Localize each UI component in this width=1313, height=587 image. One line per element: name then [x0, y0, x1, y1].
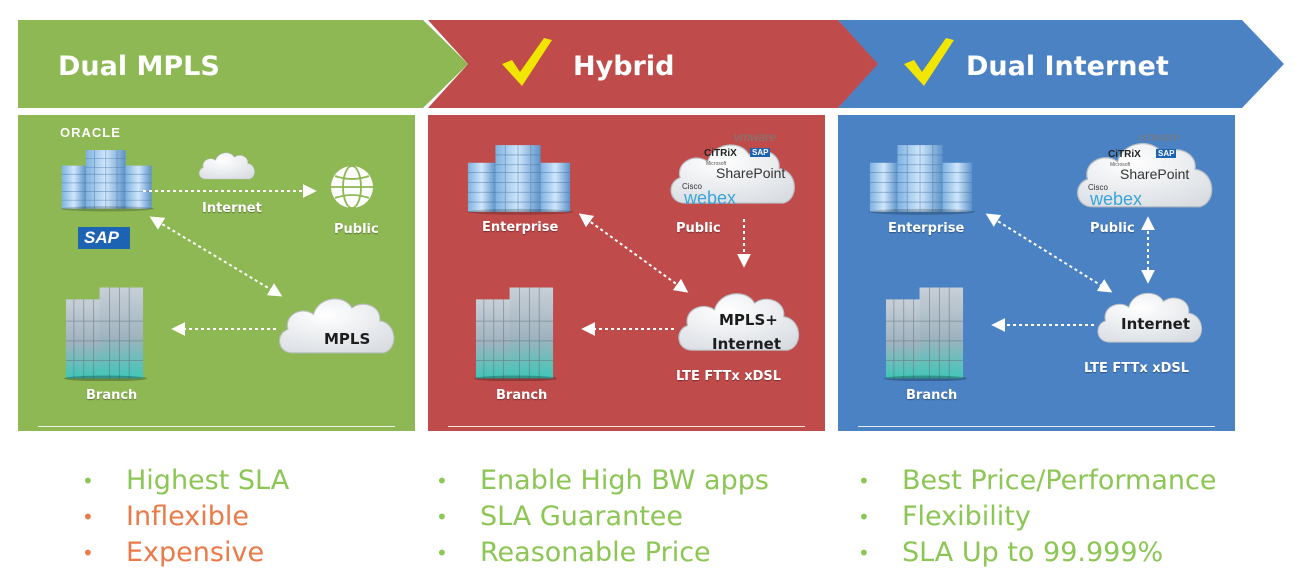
sharepoint-logo: SharePoint — [1120, 166, 1190, 182]
internet-label: Internet — [202, 201, 262, 216]
panel-dual-internet: Enterprise vmware CiTRiX SAP Microsoft S… — [838, 115, 1235, 431]
list-item: •Enable High BW apps — [436, 463, 769, 499]
sap-logo: SAP — [78, 227, 130, 249]
list-item: •Reasonable Price — [436, 535, 769, 571]
branch-label: Branch — [906, 388, 958, 403]
list-item: •Flexibility — [858, 499, 1216, 535]
bullet-icon: • — [82, 469, 94, 493]
list-item: •Expensive — [82, 535, 289, 571]
internet-cloud-label: Internet — [1121, 315, 1191, 333]
panel-divider — [38, 426, 395, 427]
vmware-logo: vmware — [734, 130, 777, 144]
banner-arrow-shape — [428, 20, 878, 108]
public-label: Public — [334, 222, 379, 237]
banner-title: Dual Internet — [966, 51, 1169, 82]
citrix-logo: CiTRiX — [1108, 149, 1141, 160]
bullet-icon: • — [436, 505, 448, 529]
microsoft-logo: Microsoft — [1110, 162, 1131, 168]
sap-logo-small: SAP — [750, 148, 771, 157]
access-types-label: LTE FTTx xDSL — [676, 369, 782, 384]
internet-bullet-list: •Best Price/Performance •Flexibility •SL… — [858, 463, 1216, 571]
panel-hybrid: Enterprise vmware CiTRiX SAP Microsoft S… — [428, 115, 825, 431]
panel-divider — [858, 426, 1215, 427]
enterprise-label: Enterprise — [482, 220, 559, 235]
list-item: •SLA Guarantee — [436, 499, 769, 535]
mpls-bullet-list: •Highest SLA •Inflexible •Expensive — [82, 463, 289, 571]
hybrid-bullet-list: •Enable High BW apps •SLA Guarantee •Rea… — [436, 463, 769, 571]
banner-dual-mpls: Dual MPLS — [18, 20, 468, 108]
bullet-icon: • — [436, 541, 448, 565]
cisco-logo: Cisco — [1088, 183, 1109, 192]
banner-arrow-shape — [18, 20, 468, 108]
bullet-icon: • — [858, 505, 870, 529]
bullet-icon: • — [858, 469, 870, 493]
globe-icon — [331, 165, 373, 209]
connection-arrows — [143, 184, 317, 336]
checkmark-icon — [502, 38, 552, 86]
list-item: •Highest SLA — [82, 463, 289, 499]
webex-logo: webex — [684, 188, 737, 208]
oracle-logo: ORACLE — [60, 125, 121, 140]
branch-label: Branch — [496, 388, 548, 403]
banner-hybrid: Hybrid — [428, 20, 878, 108]
citrix-logo: CiTRiX — [704, 148, 737, 159]
enterprise-label: Enterprise — [888, 221, 965, 236]
bullet-icon: • — [82, 505, 94, 529]
panel-dual-mpls: ORACLE SAP Internet Public MPLS Branch — [18, 115, 415, 431]
access-types-label: LTE FTTx xDSL — [1084, 361, 1190, 376]
branch-label: Branch — [86, 388, 138, 403]
banner-title: Dual MPLS — [58, 51, 220, 82]
vmware-logo: vmware — [1138, 130, 1181, 144]
bullet-icon: • — [82, 541, 94, 565]
mpls-internet-label-line2: Internet — [712, 335, 782, 353]
connection-arrows — [985, 213, 1155, 332]
mpls-cloud-label: MPLS — [324, 330, 371, 348]
banner-title: Hybrid — [573, 51, 675, 82]
bullet-icon: • — [858, 541, 870, 565]
mpls-internet-label-line1: MPLS+ — [719, 311, 778, 329]
cisco-logo: Cisco — [682, 182, 703, 191]
list-item: •Best Price/Performance — [858, 463, 1216, 499]
checkmark-icon — [904, 38, 954, 86]
webex-logo: webex — [1090, 189, 1143, 209]
banner-dual-internet: Dual Internet — [838, 20, 1286, 108]
microsoft-logo: Microsoft — [706, 161, 727, 167]
list-item: •Inflexible — [82, 499, 289, 535]
sap-logo-small: SAP — [1156, 149, 1177, 158]
sharepoint-logo: SharePoint — [716, 165, 786, 181]
connection-arrows — [578, 213, 751, 336]
panel-divider — [448, 426, 805, 427]
list-item: •SLA Up to 99.999% — [858, 535, 1216, 571]
bullet-icon: • — [436, 469, 448, 493]
